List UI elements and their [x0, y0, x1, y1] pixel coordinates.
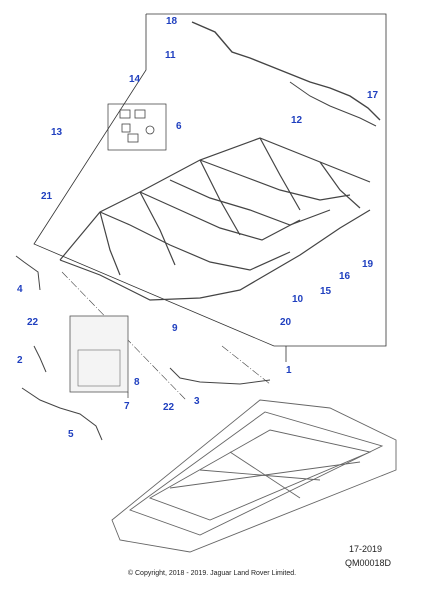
harness-5: [21, 387, 103, 441]
callout-19: 19: [362, 259, 374, 270]
date-code: 17-2019: [349, 544, 383, 554]
harness-3: [169, 367, 271, 385]
callout-13: 13: [51, 127, 63, 138]
harness-17: [289, 81, 377, 127]
callout-20: 20: [280, 317, 292, 328]
reference-code: QM00018D: [345, 558, 392, 568]
callout-17: 17: [367, 90, 379, 101]
callout-3: 3: [194, 396, 200, 407]
connector-kit: [119, 109, 155, 143]
callout-14: 14: [129, 74, 141, 85]
callout-5: 5: [68, 429, 74, 440]
callout-15: 15: [320, 286, 332, 297]
callout-18: 18: [166, 16, 178, 27]
callout-16: 16: [339, 271, 351, 282]
callout-10: 10: [292, 294, 304, 305]
callout-9: 9: [172, 323, 178, 334]
main-harness: [59, 137, 371, 301]
harness-18: [191, 21, 381, 121]
callout-8: 8: [134, 377, 140, 388]
gasket-inner: [77, 349, 121, 387]
harness-2: [33, 345, 47, 373]
callout-6: 6: [176, 121, 182, 132]
copyright-notice: © Copyright, 2018 - 2019. Jaguar Land Ro…: [127, 570, 297, 577]
callout-21: 21: [41, 191, 53, 202]
callout-2: 2: [17, 355, 23, 366]
battery-tray: [111, 399, 397, 553]
dashdot-line-right: [221, 345, 271, 385]
callout-1: 1: [286, 365, 292, 376]
callout-22-left: 22: [27, 317, 39, 328]
gasket-8: [69, 315, 129, 393]
harness-4: [15, 255, 41, 291]
callout-12: 12: [291, 115, 303, 126]
callout-22-bottom: 22: [163, 402, 175, 413]
callout-11: 11: [165, 50, 176, 61]
callout-4: 4: [17, 284, 23, 295]
callout-7: 7: [124, 401, 130, 412]
connector-kit-box: [107, 103, 167, 151]
harness-frame: [33, 13, 387, 347]
dashdot-line-left: [61, 271, 187, 401]
